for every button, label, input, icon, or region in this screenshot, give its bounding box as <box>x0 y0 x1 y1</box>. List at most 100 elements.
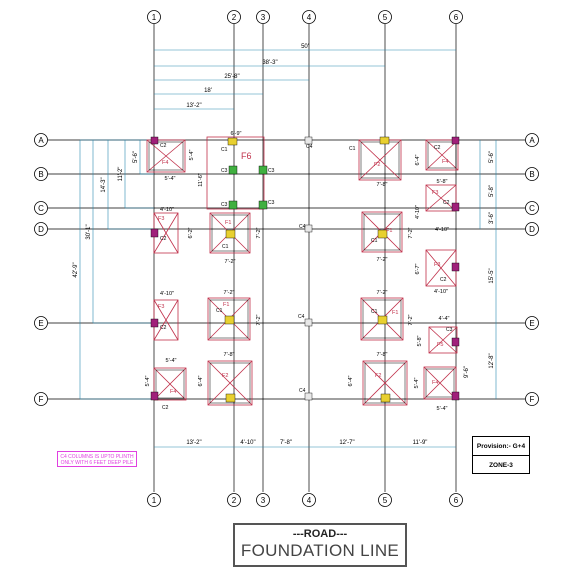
svg-text:F3: F3 <box>434 262 440 268</box>
svg-text:5'-4": 5'-4" <box>145 375 151 386</box>
svg-text:F1: F1 <box>223 302 229 308</box>
left-dim-text: 5'-6" 11'-2" 14'-3" 30'-1" 42'-9" <box>73 151 139 278</box>
svg-text:6'-9": 6'-9" <box>231 131 242 137</box>
row-label-right-B: B <box>529 170 534 179</box>
row-label-left-B: B <box>38 170 43 179</box>
svg-text:C3: C3 <box>221 202 228 208</box>
row-label-right-E: E <box>529 319 534 328</box>
svg-text:38'-3": 38'-3" <box>262 60 277 66</box>
svg-text:C2: C2 <box>162 405 169 411</box>
svg-text:7'-2": 7'-2" <box>225 259 236 265</box>
footing-labels: F4 F2 F4 F3 F3 F1 F1 F3 F3 F1 F1 F5 F4 F… <box>158 159 448 395</box>
col-label-top-3: 3 <box>261 13 266 22</box>
svg-text:F1: F1 <box>386 228 392 234</box>
footing-inner-outlines <box>148 141 457 404</box>
svg-text:5'-4": 5'-4" <box>165 176 176 182</box>
col-label-bottom-5: 5 <box>383 496 388 505</box>
row-label-left-C: C <box>38 204 44 213</box>
footings <box>146 136 459 406</box>
row-bubbles-left <box>34 133 48 406</box>
svg-text:5'-8": 5'-8" <box>417 335 423 346</box>
svg-text:5'-4": 5'-4" <box>414 377 420 388</box>
row-label-left-F: F <box>39 395 44 404</box>
footing-f6-label: F6 <box>241 151 252 161</box>
svg-text:25'-8": 25'-8" <box>224 74 239 80</box>
svg-text:C1: C1 <box>349 146 356 152</box>
svg-text:F4: F4 <box>432 380 438 386</box>
svg-text:C4: C4 <box>298 314 305 320</box>
svg-text:C2: C2 <box>440 277 447 283</box>
col-label-bottom-4: 4 <box>307 496 312 505</box>
svg-text:7'-2": 7'-2" <box>377 290 388 296</box>
svg-text:5'-4": 5'-4" <box>189 149 195 160</box>
svg-text:7'-8": 7'-8" <box>280 440 292 446</box>
svg-text:F3: F3 <box>158 304 164 310</box>
column-labels: C2 C1 C3 C3 C3 C3 C4 C1 C2 C2 C2 C1 C4 C… <box>160 143 453 411</box>
svg-text:11'-9": 11'-9" <box>413 440 428 446</box>
provision-box: Provision:- G+4 ZONE-3 <box>472 436 530 474</box>
svg-text:C2: C2 <box>160 143 167 149</box>
top-dim-text: 50' 38'-3" 25'-8" 18' 13'-2" <box>186 44 309 109</box>
svg-text:11'-2": 11'-2" <box>118 167 124 182</box>
svg-text:C2: C2 <box>160 325 167 331</box>
svg-text:5'-8": 5'-8" <box>489 185 495 197</box>
svg-text:4'-10": 4'-10" <box>415 205 421 219</box>
svg-text:F4: F4 <box>170 389 176 395</box>
svg-text:7'-8": 7'-8" <box>224 352 235 358</box>
zone-label: ZONE-3 <box>489 461 513 469</box>
svg-text:11'-6": 11'-6" <box>198 173 204 187</box>
row-bubbles-right <box>525 133 539 406</box>
svg-text:12'-7": 12'-7" <box>339 440 354 446</box>
svg-text:C3: C3 <box>268 168 275 174</box>
svg-text:6'-4": 6'-4" <box>348 375 354 386</box>
row-label-right-D: D <box>529 225 535 234</box>
col-label-bottom-6: 6 <box>454 496 459 505</box>
svg-text:30'-1": 30'-1" <box>86 224 92 239</box>
col-label-top-5: 5 <box>383 13 388 22</box>
svg-text:4'-10": 4'-10" <box>240 440 255 446</box>
svg-text:15'-5": 15'-5" <box>489 268 495 283</box>
svg-text:5'-6": 5'-6" <box>489 151 495 163</box>
provision-label: Provision:- G+4 <box>473 437 529 456</box>
svg-text:C4: C4 <box>299 388 306 394</box>
row-label-right-A: A <box>529 136 535 145</box>
road-label: ---ROAD--- <box>292 528 348 540</box>
svg-text:7'-2": 7'-2" <box>377 257 388 263</box>
svg-text:14'-3": 14'-3" <box>101 177 107 192</box>
svg-text:6'-7": 6'-7" <box>415 263 421 274</box>
svg-text:4'-4": 4'-4" <box>439 316 450 322</box>
svg-text:4'-10": 4'-10" <box>434 289 448 295</box>
svg-text:C1: C1 <box>221 147 228 153</box>
svg-text:C2: C2 <box>443 200 450 206</box>
svg-text:9'-6": 9'-6" <box>464 366 470 378</box>
svg-text:5'-4": 5'-4" <box>437 406 448 412</box>
svg-text:C4: C4 <box>306 144 313 150</box>
svg-text:3'-6": 3'-6" <box>489 212 495 224</box>
row-label-right-F: F <box>530 395 535 404</box>
svg-text:7'-2": 7'-2" <box>256 314 262 325</box>
col-label-top-6: 6 <box>454 13 459 22</box>
col-label-top-1: 1 <box>152 13 157 22</box>
svg-text:7'-2": 7'-2" <box>408 314 414 325</box>
svg-text:C3: C3 <box>446 327 453 333</box>
svg-text:13'-2": 13'-2" <box>186 103 201 109</box>
svg-text:C2: C2 <box>160 236 167 242</box>
svg-text:6'-2": 6'-2" <box>188 227 194 238</box>
svg-text:5'-6": 5'-6" <box>133 151 139 163</box>
svg-text:42'-9": 42'-9" <box>73 262 79 277</box>
svg-text:7'-8": 7'-8" <box>377 352 388 358</box>
col-label-top-2: 2 <box>232 13 237 22</box>
svg-text:4'-10": 4'-10" <box>160 207 174 213</box>
footing-dim-text: 6'-9" 5'-4" 7'-8" 5'-8" 4'-10" 4'-10" 7'… <box>145 131 450 412</box>
svg-text:F2: F2 <box>222 373 228 379</box>
svg-text:6'-4": 6'-4" <box>198 375 204 386</box>
svg-text:4'-10": 4'-10" <box>160 291 174 297</box>
svg-text:7'-8": 7'-8" <box>377 182 388 188</box>
column-bubbles-top <box>147 10 463 24</box>
svg-text:F5: F5 <box>437 342 443 348</box>
svg-text:C1: C1 <box>371 238 378 244</box>
svg-text:C3: C3 <box>268 200 275 206</box>
svg-text:F2: F2 <box>375 373 381 379</box>
col-label-bottom-3: 3 <box>261 496 266 505</box>
